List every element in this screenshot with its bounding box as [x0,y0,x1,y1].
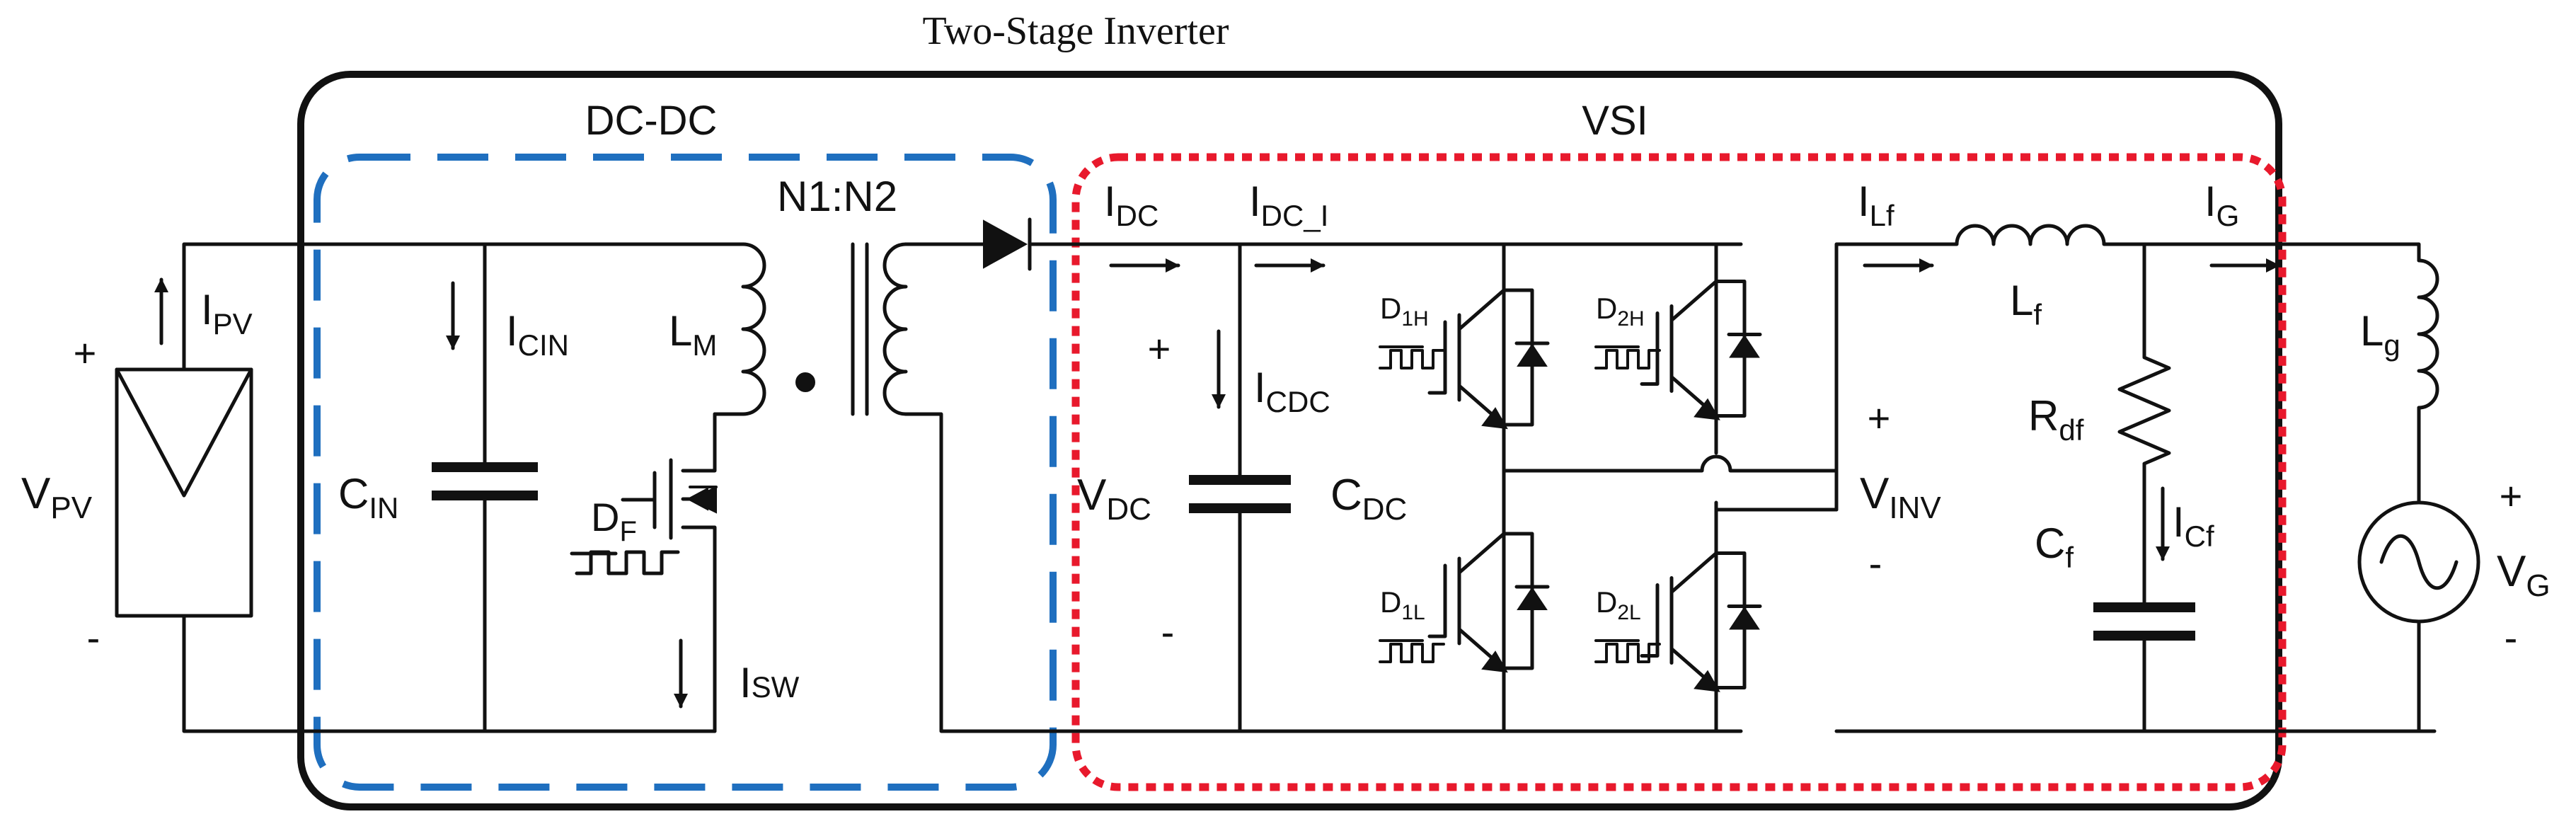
grid-inductor [2417,258,2439,410]
freewheel-diode-icon [1729,606,1760,630]
igbt-label: D1L [1380,585,1425,624]
vg-minus: - [2505,615,2518,660]
body-diode-icon [688,486,717,514]
h-bridge [1502,242,1919,733]
flyback-transformer: N1:N2 LM [669,173,908,416]
pv-current-label: IPV [201,286,253,340]
cin-current-label: ICIN [506,307,569,362]
damping-resistor [2117,242,2171,733]
vdc-label: VDC [1077,471,1151,527]
pv-plus: + [74,331,97,375]
freewheel-diode-icon [1517,343,1548,367]
igbt-3: D1L [1379,532,1550,673]
grid: IG Lg + VG - [2204,178,2551,733]
lg-label: Lg [2360,307,2400,362]
secondary-winding [882,242,908,416]
dcdc-region [314,154,1057,791]
pwm-pulse-icon [1594,643,1661,663]
sw-current-label: ISW [740,659,800,706]
diagram-title: Two-Stage Inverter [922,9,1229,53]
cf-label: Cf [2035,520,2074,574]
freewheel-diode-icon [1729,334,1760,358]
filter-inductor [1914,224,2380,246]
vinv-minus: - [1869,541,1882,585]
igbt-1: D1H [1379,288,1550,430]
ac-source-icon [2357,500,2480,624]
igbt-layer: D1H D2H D1L D2L [1379,280,1762,692]
polarity-dot [795,372,815,392]
pv-voltage-label: VPV [21,469,93,525]
cin-label: CIN [338,470,398,525]
vinv-plus: + [1868,396,1891,440]
diode-icon [983,217,1032,271]
vinv-label: VINV [1860,469,1941,525]
vdc-minus: - [1161,609,1175,654]
inverter-boundary [297,71,2282,810]
igbt-4: D2L [1594,551,1762,692]
icf-label: ICf [2173,498,2214,553]
rdf-label: Rdf [2028,392,2084,447]
pv-panel-icon [115,367,253,618]
igbt-2: D2H [1594,280,1762,420]
icdc-label: ICDC [1254,364,1330,418]
pwm-pulse-icon [1379,349,1445,369]
dc-link: IDC IDC_I ICDC + VDC - CDC [1077,178,1407,733]
igbt-label: D2H [1596,292,1645,331]
input-capacitor: ICIN CIN [338,242,569,733]
idci-label: IDC_I [1249,178,1328,232]
freewheel-diode-icon [1517,587,1548,610]
igbt-label: D1H [1380,292,1429,331]
lf-label: Lf [2010,277,2042,331]
pwm-pulse-icon [575,550,680,575]
vdc-plus: + [1148,326,1171,371]
pwm-pulse-icon [1594,349,1661,369]
igbt-label: D2L [1596,585,1641,624]
output-filter: ILf Lf Rdf Cf ICf + VINV - [1834,178,2437,733]
df-label: DF [591,495,637,547]
idc-label: IDC [1104,178,1158,232]
vg-label: VG [2497,547,2551,603]
pv-minus: - [87,615,100,660]
ilf-label: ILf [1858,178,1894,232]
vsi-label: VSI [1582,98,1648,144]
output-diode [904,217,1743,733]
turns-ratio-label: N1:N2 [777,173,897,220]
pwm-pulse-icon [1379,643,1445,663]
vg-plus: + [2500,474,2523,518]
vsi-region [1071,153,2287,791]
pv-source: IPV + VPV - [21,242,745,733]
ig-label: IG [2204,178,2239,232]
primary-winding [741,242,766,416]
dcdc-label: DC-DC [585,98,718,144]
lm-label: LM [669,307,717,362]
cdc-label: CDC [1330,471,1407,527]
flyback-switch: DF ISW [570,412,800,733]
